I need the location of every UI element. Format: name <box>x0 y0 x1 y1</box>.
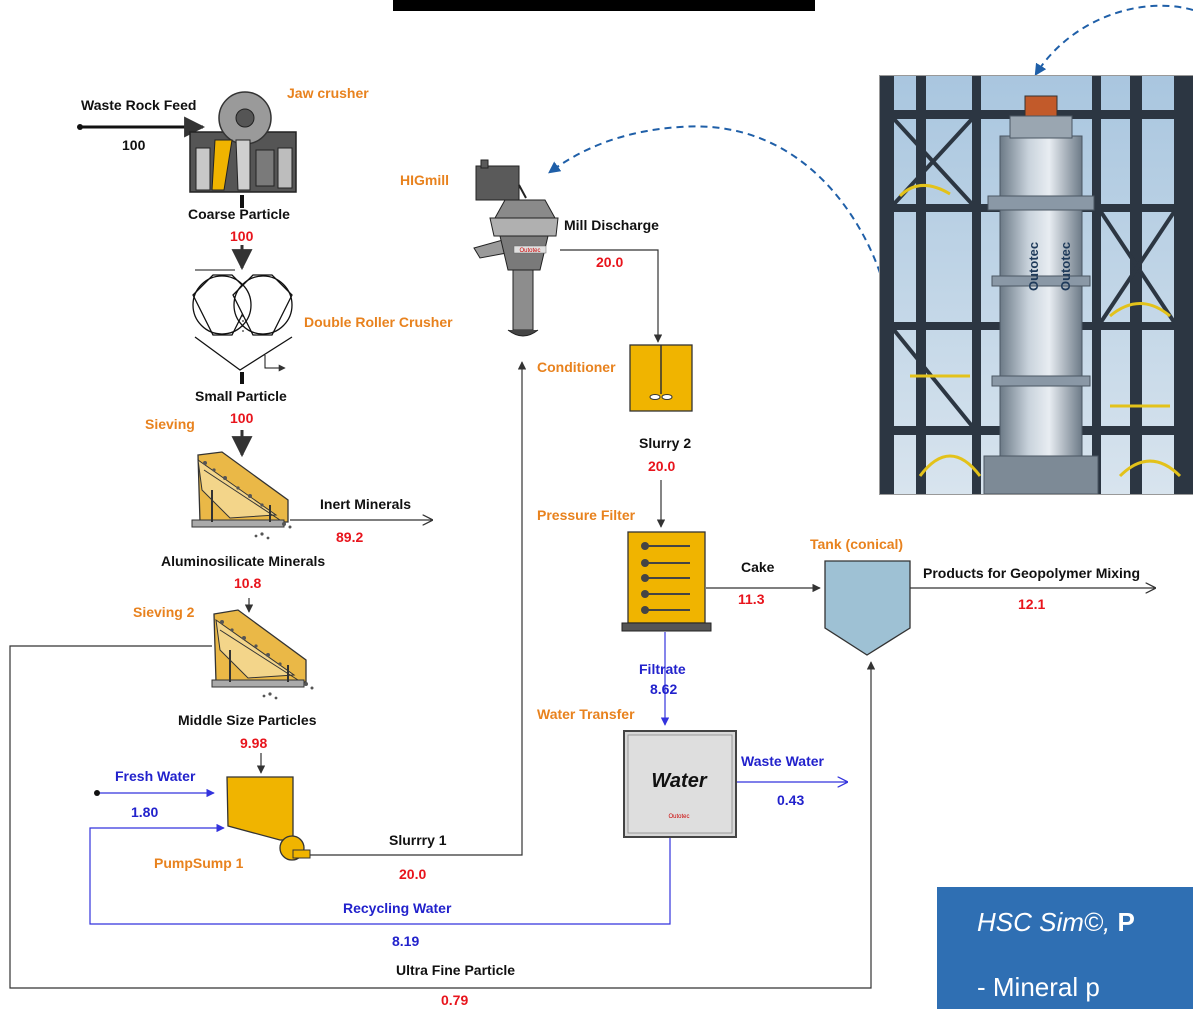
stream-value-small: 100 <box>230 410 254 426</box>
stream-label-cake: Cake <box>741 559 775 575</box>
water-brand-text: Outotec <box>668 814 689 820</box>
higmill-photo-arrow <box>550 126 880 273</box>
unit-label-sieving: Sieving <box>145 416 195 432</box>
sieving-2-screen-icon <box>212 610 314 699</box>
stream-value-coarse: 100 <box>230 228 254 244</box>
conditioner-icon <box>630 345 692 411</box>
stream-value-mill-discharge: 20.0 <box>596 254 623 270</box>
double-roller-crusher-icon <box>193 270 292 370</box>
higmill-installation-photo: Outotec Outotec <box>879 75 1193 495</box>
hsc-callout-title: HSC Sim©, P <box>977 907 1135 938</box>
pressure-filter-icon <box>622 532 711 631</box>
stream-label-fresh-water: Fresh Water <box>115 768 196 784</box>
stream-label-slurry2: Slurry 2 <box>639 435 691 451</box>
stream-label-waste-water: Waste Water <box>741 753 825 769</box>
stream-label-middle: Middle Size Particles <box>178 712 317 728</box>
stream-value-slurry1: 20.0 <box>399 866 426 882</box>
stream-value-waste-rock: 100 <box>122 137 146 153</box>
stream-label-coarse: Coarse Particle <box>188 206 290 222</box>
stream-label-small: Small Particle <box>195 388 287 404</box>
hsc-callout-bullet: - Mineral p <box>977 972 1100 1003</box>
unit-label-higmill: HIGmill <box>400 172 449 188</box>
stream-value-middle: 9.98 <box>240 735 267 751</box>
unit-label-pressure-filter: Pressure Filter <box>537 507 636 523</box>
pump-sump-icon <box>227 777 310 860</box>
water-transfer-icon: Water Outotec <box>624 731 736 837</box>
stream-value-fresh-water: 1.80 <box>131 804 158 820</box>
stream-value-products: 12.1 <box>1018 596 1045 612</box>
stream-value-slurry2: 20.0 <box>648 458 675 474</box>
unit-label-tank: Tank (conical) <box>810 536 903 552</box>
stream-label-aluminosilicate: Aluminosilicate Minerals <box>161 553 325 569</box>
hsc-sim-callout: HSC Sim©, P - Mineral p <box>937 887 1193 1009</box>
unit-label-jaw-crusher: Jaw crusher <box>287 85 369 101</box>
stream-label-slurry1: Slurrry 1 <box>389 832 447 848</box>
unit-label-sieving2: Sieving 2 <box>133 604 195 620</box>
photo-brand-text-1: Outotec <box>1026 242 1041 291</box>
stream-value-ultra-fine: 0.79 <box>441 992 468 1008</box>
unit-label-double-roller: Double Roller Crusher <box>304 314 453 330</box>
stream-value-recycling: 8.19 <box>392 933 419 949</box>
stream-label-filtrate: Filtrate <box>639 661 686 677</box>
jaw-crusher-icon <box>190 92 296 192</box>
stream-label-recycling: Recycling Water <box>343 900 452 916</box>
higmill-brand-text: Outotec <box>519 248 540 254</box>
water-block-text: Water <box>651 770 707 792</box>
stream-value-aluminosilicate: 10.8 <box>234 575 261 591</box>
stream-label-ultra-fine: Ultra Fine Particle <box>396 962 515 978</box>
waste-rock-feed-source <box>77 124 83 130</box>
fresh-water-source <box>94 790 100 796</box>
photo-brand-text-2: Outotec <box>1058 242 1073 291</box>
stream-label-waste-rock: Waste Rock Feed <box>81 97 196 113</box>
stream-value-cake: 11.3 <box>738 591 765 607</box>
sieving-screen-icon <box>192 452 292 539</box>
stream-label-mill-discharge: Mill Discharge <box>564 217 659 233</box>
stream-value-waste-water: 0.43 <box>777 792 804 808</box>
unit-label-water-transfer: Water Transfer <box>537 706 635 722</box>
stream-value-filtrate: 8.62 <box>650 681 677 697</box>
hsc-callout-title-bold: P <box>1118 907 1135 937</box>
hsc-callout-title-italic: HSC Sim©, <box>977 907 1118 937</box>
stream-value-inert: 89.2 <box>336 529 363 545</box>
unit-label-pumpsump: PumpSump 1 <box>154 855 244 871</box>
higmill-icon: Outotec <box>474 160 558 336</box>
conical-tank-icon <box>825 561 910 655</box>
slurry1-line <box>310 362 522 855</box>
stream-label-products: Products for Geopolymer Mixing <box>923 565 1140 581</box>
stream-label-inert: Inert Minerals <box>320 496 411 512</box>
unit-label-conditioner: Conditioner <box>537 359 616 375</box>
photo-pointer-arrow <box>1036 6 1193 74</box>
